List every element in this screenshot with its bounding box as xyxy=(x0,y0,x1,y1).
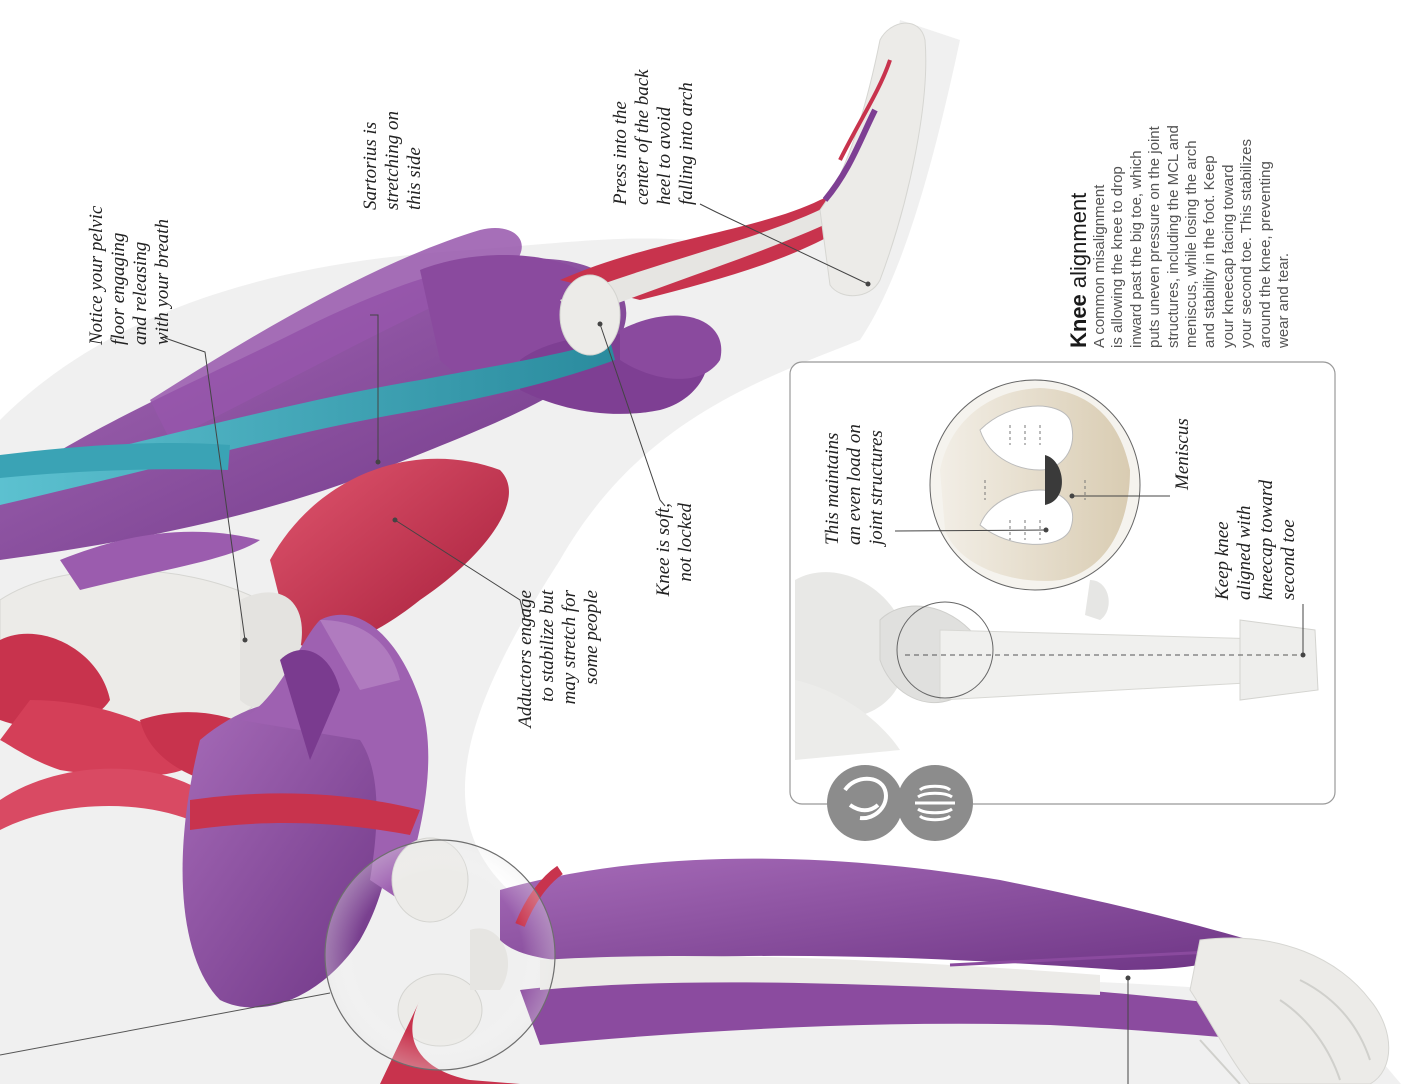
panel-body: A common misalignment is allowing the kn… xyxy=(1091,8,1293,348)
label-pelvic-floor: Notice your pelvic floor engaging and re… xyxy=(86,206,174,345)
label-even-load: This maintains an even load on joint str… xyxy=(822,424,888,545)
knee-magnifier-ring xyxy=(325,840,555,1070)
skeleton-icon xyxy=(897,765,973,841)
label-sartorius: Sartorius is stretching on this side xyxy=(360,111,426,210)
muscle-icon xyxy=(827,765,903,841)
panel-title-rest: alignment xyxy=(1066,193,1091,295)
meniscus-closeup xyxy=(930,380,1140,590)
label-adductors: Adductors engage to stabilize but may st… xyxy=(515,590,603,795)
panel-title-bold: Knee xyxy=(1066,294,1091,348)
knee-alignment-panel: Knee alignment A common misalignment is … xyxy=(1067,8,1293,348)
panel-title: Knee alignment xyxy=(1067,8,1091,348)
label-keep-knee: Keep knee aligned with kneecap toward se… xyxy=(1212,480,1300,600)
label-knee-soft: Knee is soft, not locked xyxy=(653,503,697,628)
label-heel: Press into the center of the back heel t… xyxy=(610,69,698,205)
label-meniscus: Meniscus xyxy=(1172,418,1194,490)
